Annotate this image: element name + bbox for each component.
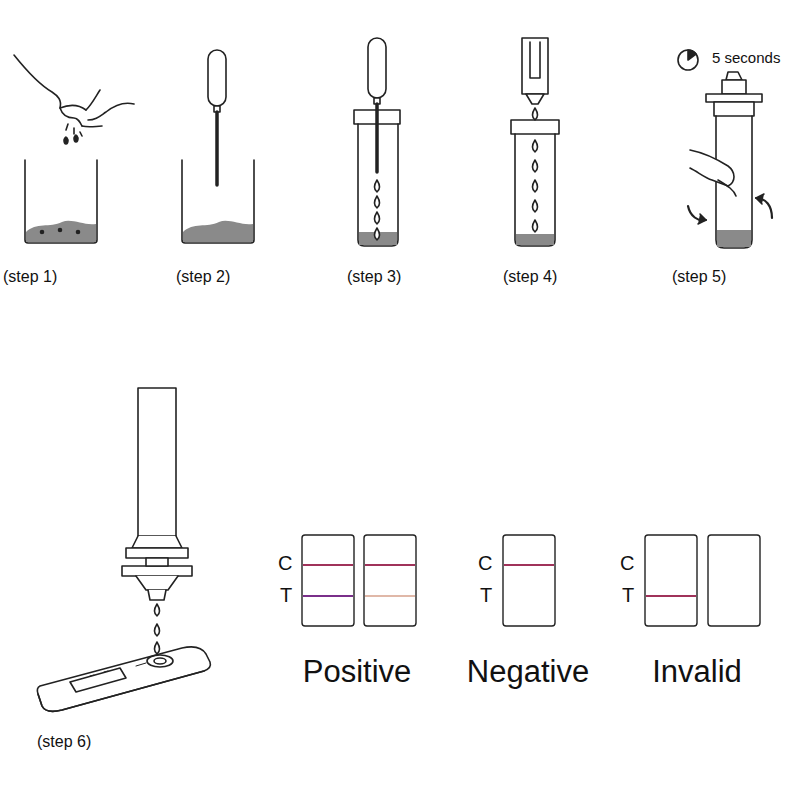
step-label: (step 6) (37, 733, 91, 751)
step-label: (step 3) (347, 268, 401, 286)
line-letter: T (622, 584, 634, 606)
step-label: (step 4) (503, 268, 557, 286)
step-label: (step 1) (3, 268, 57, 286)
result-label: Negative (467, 655, 589, 689)
line-letter: T (280, 584, 292, 606)
step-label: (step 2) (176, 268, 230, 286)
timer-label: 5 seconds (712, 50, 780, 67)
result-label: Positive (303, 655, 412, 689)
line-letter: C (278, 552, 292, 574)
line-letter: T (480, 584, 492, 606)
line-letter: C (478, 552, 492, 574)
result-label: Invalid (652, 655, 742, 689)
line-letter: C (620, 552, 634, 574)
step-label: (step 5) (672, 268, 726, 286)
